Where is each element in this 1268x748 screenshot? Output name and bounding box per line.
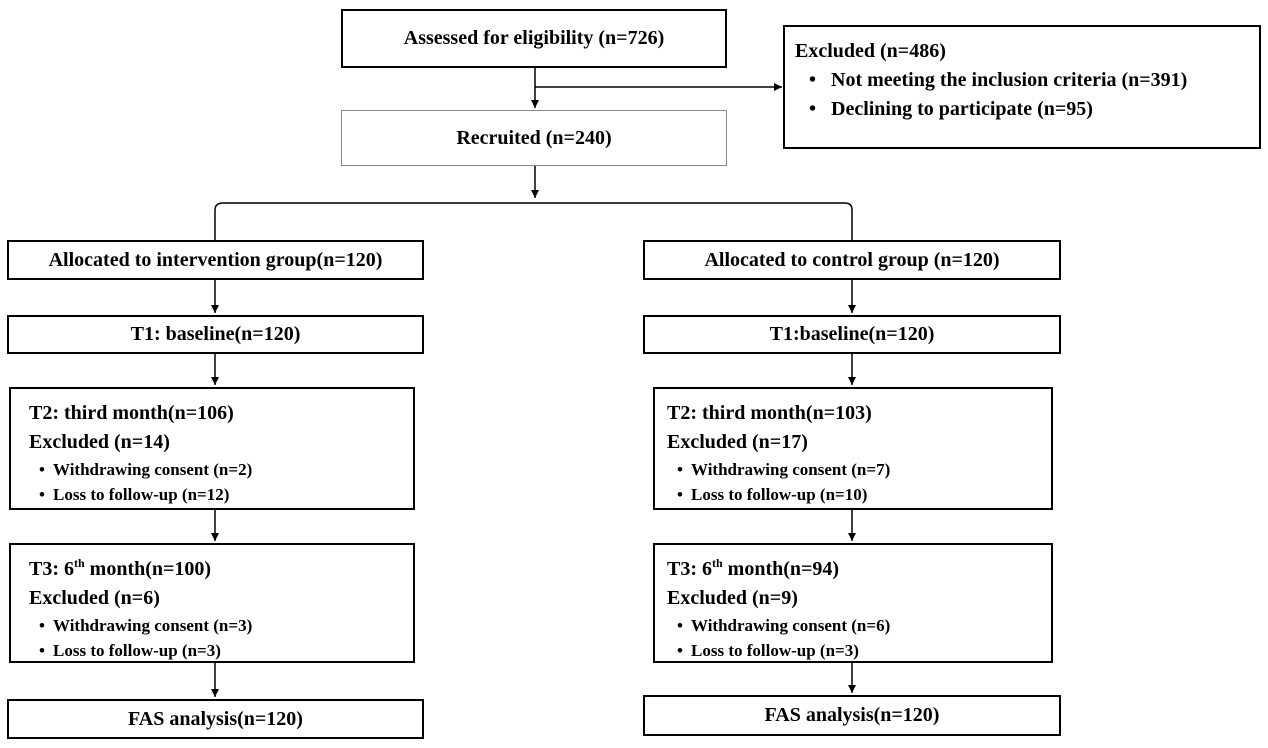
control-t2-excluded: Excluded (n=17) bbox=[667, 431, 808, 453]
intervention-fas-box: FAS analysis(n=120) bbox=[7, 699, 424, 739]
list-item: •Loss to follow-up (n=12) bbox=[39, 485, 230, 504]
assessed-box: Assessed for eligibility (n=726) bbox=[341, 9, 727, 68]
recruited-box: Recruited (n=240) bbox=[341, 110, 727, 166]
control-t3-title: T3: 6th month(n=94) bbox=[667, 556, 840, 580]
list-item: •Loss to follow-up (n=3) bbox=[39, 641, 221, 660]
control-t1-label: T1:baseline(n=120) bbox=[769, 323, 935, 345]
list-item: •Withdrawing consent (n=3) bbox=[39, 616, 253, 635]
control-fas-label: FAS analysis(n=120) bbox=[764, 704, 940, 726]
control-t3-excluded: Excluded (n=9) bbox=[667, 587, 798, 609]
intervention-t2-excluded: Excluded (n=14) bbox=[29, 431, 170, 453]
excluded-item: •Not meeting the inclusion criteria (n=3… bbox=[809, 69, 1188, 91]
intervention-allocated-label: Allocated to intervention group(n=120) bbox=[48, 248, 383, 271]
intervention-t3-excluded: Excluded (n=6) bbox=[29, 587, 160, 609]
intervention-t1-box: T1: baseline(n=120) bbox=[7, 315, 424, 354]
intervention-t3-box: T3: 6th month(n=100) Excluded (n=6) •Wit… bbox=[9, 543, 415, 663]
list-item: •Withdrawing consent (n=6) bbox=[677, 616, 891, 635]
recruited-label: Recruited (n=240) bbox=[456, 126, 612, 149]
intervention-t3-title: T3: 6th month(n=100) bbox=[29, 556, 212, 580]
control-t2-title: T2: third month(n=103) bbox=[667, 402, 872, 424]
assessed-label: Assessed for eligibility (n=726) bbox=[403, 27, 665, 49]
list-item: •Loss to follow-up (n=3) bbox=[677, 641, 859, 660]
control-fas-box: FAS analysis(n=120) bbox=[643, 695, 1061, 736]
control-t2-box: T2: third month(n=103) Excluded (n=17) •… bbox=[653, 387, 1053, 510]
intervention-fas-label: FAS analysis(n=120) bbox=[128, 707, 303, 730]
excluded-box: Excluded (n=486) •Not meeting the inclus… bbox=[783, 25, 1261, 149]
list-item: •Loss to follow-up (n=10) bbox=[677, 485, 868, 504]
excluded-title: Excluded (n=486) bbox=[795, 40, 946, 62]
intervention-t2-box: T2: third month(n=106) Excluded (n=14) •… bbox=[9, 387, 415, 510]
control-t1-box: T1:baseline(n=120) bbox=[643, 315, 1061, 354]
list-item: •Withdrawing consent (n=2) bbox=[39, 460, 253, 479]
intervention-t1-label: T1: baseline(n=120) bbox=[130, 323, 301, 345]
excluded-item: •Declining to participate (n=95) bbox=[809, 98, 1093, 120]
intervention-allocated-box: Allocated to intervention group(n=120) bbox=[7, 240, 424, 280]
list-item: •Withdrawing consent (n=7) bbox=[677, 460, 891, 479]
control-allocated-label: Allocated to control group (n=120) bbox=[704, 248, 1000, 271]
control-t3-box: T3: 6th month(n=94) Excluded (n=9) •With… bbox=[653, 543, 1053, 663]
intervention-t2-title: T2: third month(n=106) bbox=[29, 402, 234, 424]
control-allocated-box: Allocated to control group (n=120) bbox=[643, 240, 1061, 280]
